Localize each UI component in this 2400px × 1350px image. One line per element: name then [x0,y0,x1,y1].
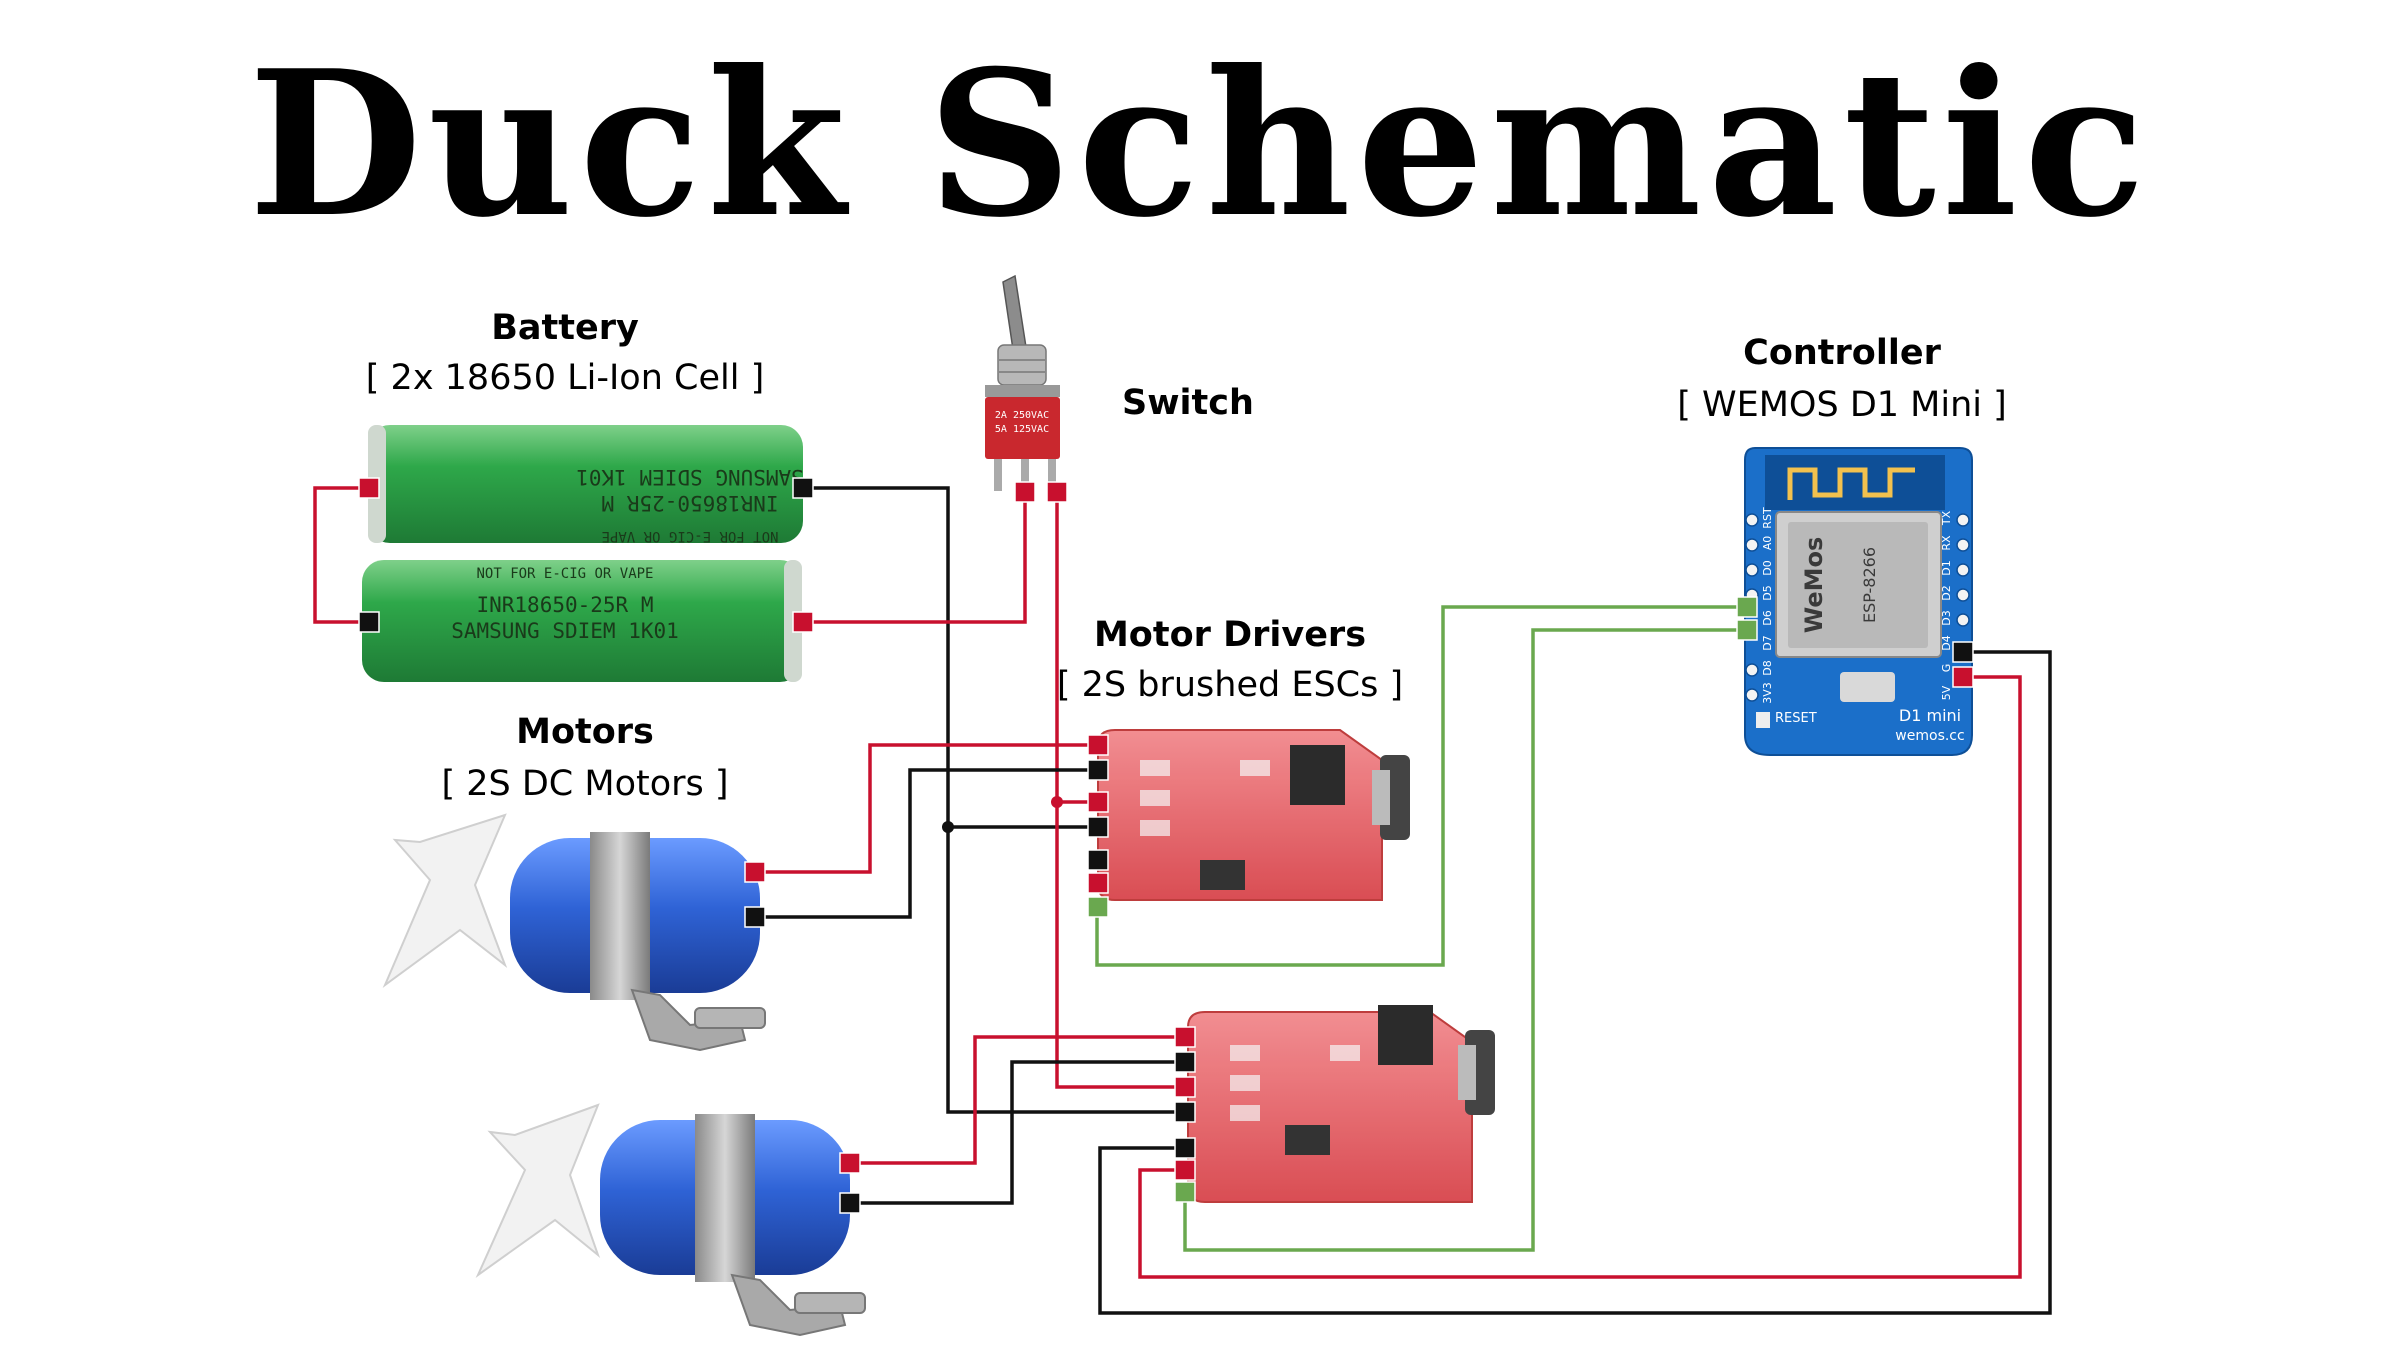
motor2-negative-wire [852,1060,1185,1205]
terminal-motor2-negative [839,1192,861,1214]
pin-label-d2: D2 [1940,585,1953,600]
battery-cell-1: SAMSUNG SDIEM 1K01 INR18650-25R M NOT FO… [368,425,804,544]
esc-2 [1187,1005,1495,1203]
pin-label-3v3: 3V3 [1761,682,1774,704]
cell2-print-line2: INR18650-25R M [476,593,653,617]
cell2-print-line1: SAMSUNG SDIEM 1K01 [451,619,679,643]
terminals [358,477,1974,1214]
battery-series-wire [313,486,368,624]
signal-wire-esc2 [1183,628,1747,1252]
motor-drivers-label: Motor Drivers [1093,615,1367,655]
controller-ground-wire [1098,650,2052,1315]
controller-reset-label: RESET [1775,711,1817,726]
junction-power [1051,796,1063,808]
terminal-esc1-signal [1087,896,1109,918]
motor-2 [475,1103,866,1337]
pin-label-a0: A0 [1761,536,1774,551]
motors-sublabel: [ 2S DC Motors ] [441,764,729,804]
motor-1 [382,813,766,1052]
terminal-motor2-positive [839,1152,861,1174]
terminal-esc1-motor-b [1087,759,1109,781]
pin-label-d4: D4 [1940,635,1953,650]
controller-left-pins: RST A0 D0 D5 D6 D7 D8 3V3 [1761,507,1774,704]
controller-power-wire [1138,675,2022,1279]
controller-board-name: D1 mini [1899,706,1961,725]
terminal-cell2-positive [792,611,814,633]
controller-module: ESP-8266 [1860,547,1879,623]
esc-1 [1097,729,1410,901]
motor1-positive-wire [757,743,1097,874]
cell1-print-line1: SAMSUNG SDIEM 1K01 [576,465,804,489]
terminal-esc2-gnd [1174,1101,1196,1123]
controller-board: WeMos ESP-8266 RST A0 D0 D5 D6 D7 D8 3V3… [1744,447,1973,756]
pin-label-rst: RST [1761,507,1774,529]
terminal-esc2-signal [1174,1181,1196,1203]
terminal-motor1-positive [744,861,766,883]
switch-print-line2: 5A 125VAC [995,424,1049,435]
battery-label: Battery [491,308,639,348]
battery: SAMSUNG SDIEM 1K01 INR18650-25R M NOT FO… [362,425,804,682]
terminal-switch-in [1014,481,1036,503]
pin-label-d3: D3 [1940,610,1953,625]
controller-label: Controller [1743,333,1941,373]
pin-label-rx: RX [1940,535,1953,551]
terminal-esc1-bec-vcc [1087,872,1109,894]
terminal-esc2-motor-b [1174,1051,1196,1073]
pin-label-tx: TX [1940,510,1953,526]
motor-drivers-sublabel: [ 2S brushed ESCs ] [1056,665,1404,705]
switch-label: Switch [1122,383,1254,423]
battery-negative-wire [803,486,1185,1114]
battery-sublabel: [ 2x 18650 Li-Ion Cell ] [365,358,765,398]
pin-label-d6: D6 [1761,610,1774,625]
battery-positive-wire [803,492,1027,624]
junction-ground [942,821,954,833]
motors-label: Motors [516,712,654,752]
terminal-esc1-vin [1087,791,1109,813]
terminal-controller-5v [1952,666,1974,688]
terminal-cell2-negative [358,611,380,633]
controller-right-pins: TX RX D1 D2 D3 D4 G 5V [1940,510,1953,700]
terminal-esc1-bec-gnd [1087,849,1109,871]
terminal-esc1-gnd [1087,816,1109,838]
page-title: Duck Schematic [248,27,2152,262]
controller-site: wemos.cc [1895,728,1964,744]
toggle-switch: 2A 250VAC 5A 125VAC [985,274,1060,491]
switch-output-wire [1055,492,1185,1089]
cell1-print-line2: INR18650-25R M [601,491,778,515]
signal-wire-esc1 [1095,605,1747,967]
pin-label-d7: D7 [1761,635,1774,650]
cell1-print-line3: NOT FOR E-CIG OR VAPE [601,528,778,544]
terminal-switch-out [1046,481,1068,503]
motor2-positive-wire [852,1035,1185,1165]
pin-label-5v: 5V [1940,685,1953,700]
pin-label-d1: D1 [1940,560,1953,575]
pin-label-d5: D5 [1761,585,1774,600]
terminal-esc2-motor-a [1174,1026,1196,1048]
terminal-esc2-bec-vcc [1174,1159,1196,1181]
terminal-motor1-negative [744,906,766,928]
terminal-cell1-negative [792,477,814,499]
controller-sublabel: [ WEMOS D1 Mini ] [1677,385,2007,425]
motor1-negative-wire [757,768,1097,919]
battery-cell-2: NOT FOR E-CIG OR VAPE INR18650-25R M SAM… [362,560,802,682]
controller-brand: WeMos [1800,537,1828,634]
pin-label-d0: D0 [1761,560,1774,575]
pin-label-d8: D8 [1761,660,1774,675]
terminal-esc2-vin [1174,1076,1196,1098]
terminal-esc2-bec-gnd [1174,1137,1196,1159]
terminal-esc1-motor-a [1087,734,1109,756]
terminal-cell1-positive [358,477,380,499]
terminal-controller-d6 [1736,596,1758,618]
wires [313,486,2052,1315]
pin-label-g: G [1940,664,1953,673]
cell2-print-line3: NOT FOR E-CIG OR VAPE [476,566,653,582]
switch-print-line1: 2A 250VAC [995,410,1049,421]
terminal-controller-d7 [1736,619,1758,641]
terminal-controller-g [1952,641,1974,663]
